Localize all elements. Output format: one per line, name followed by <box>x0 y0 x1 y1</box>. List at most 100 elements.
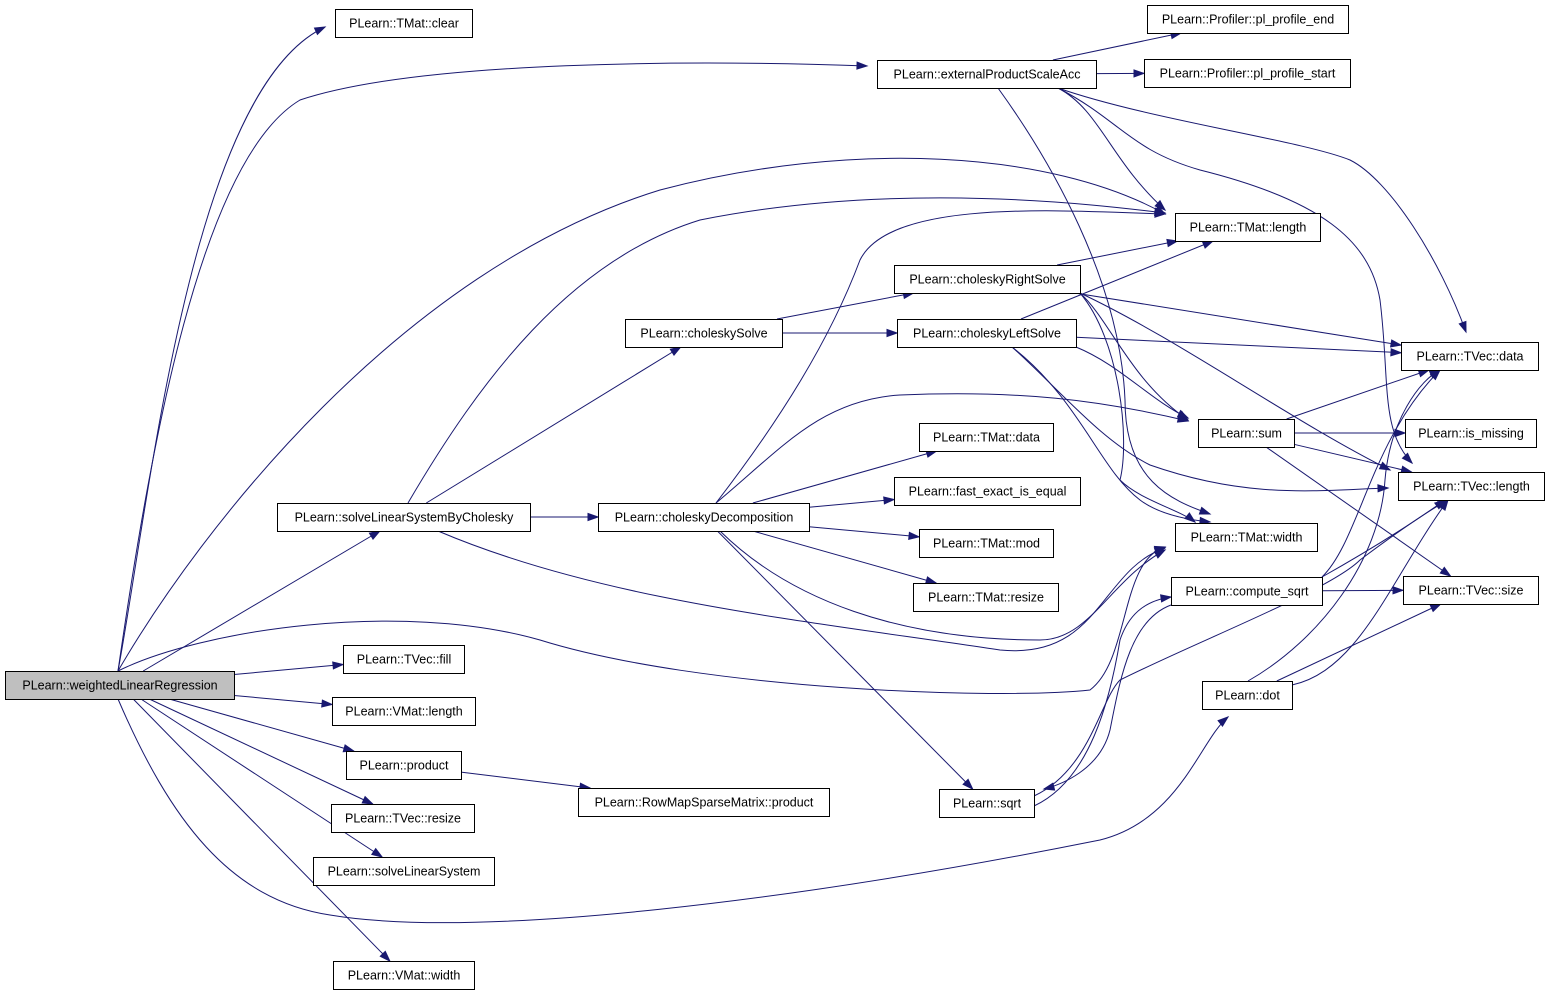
edge-line <box>233 695 333 705</box>
node-label: PLearn::TVec::size <box>1419 584 1524 598</box>
edge-line <box>808 526 920 538</box>
node-box <box>343 645 465 674</box>
node-solveLinearSystem[interactable]: PLearn::solveLinearSystem <box>313 857 495 886</box>
node-tmat_mod[interactable]: PLearn::TMat::mod <box>919 529 1054 558</box>
call-edge-weightedLinearRegression-to-product <box>169 698 356 753</box>
node-label: PLearn::choleskyLeftSolve <box>913 327 1061 341</box>
edge-line <box>117 62 868 672</box>
edge-arrowhead <box>1176 414 1190 423</box>
edge-line <box>1052 32 1182 61</box>
node-box <box>1147 5 1349 34</box>
node-label: PLearn::compute_sqrt <box>1186 585 1310 599</box>
node-box <box>335 9 473 38</box>
edge-line <box>460 771 591 789</box>
node-tvec_fill[interactable]: PLearn::TVec::fill <box>343 645 465 674</box>
edge-arrowhead <box>924 576 938 585</box>
node-vmat_length[interactable]: PLearn::VMat::length <box>332 697 476 726</box>
node-choleskySolve[interactable]: PLearn::choleskySolve <box>625 319 783 348</box>
node-tvec_length[interactable]: PLearn::TVec::length <box>1398 472 1545 501</box>
node-box <box>1175 523 1318 552</box>
node-is_missing[interactable]: PLearn::is_missing <box>1405 419 1537 448</box>
node-label: PLearn::TMat::data <box>933 431 1040 445</box>
call-edges <box>117 26 1467 963</box>
node-box <box>877 60 1097 89</box>
edge-line <box>117 546 1166 694</box>
call-edge-choleskySolve-to-choleskyLeftSolve <box>782 328 899 338</box>
edge-line <box>997 87 1211 515</box>
call-edge-weightedLinearRegression-to-tmat_width <box>117 545 1167 694</box>
node-choleskyLeftSolve[interactable]: PLearn::choleskyLeftSolve <box>897 319 1077 348</box>
node-box <box>346 751 462 780</box>
edge-arrowhead <box>1198 506 1212 515</box>
call-edge-choleskyRightSolve-to-tmat_width <box>1079 292 1197 523</box>
edge-arrowhead <box>669 346 682 357</box>
node-label: PLearn::is_missing <box>1418 427 1524 441</box>
node-choleskyDecomposition[interactable]: PLearn::choleskyDecomposition <box>598 503 810 532</box>
edge-line <box>437 530 1166 652</box>
call-edge-choleskyRightSolve-to-tvec_data <box>1074 292 1403 348</box>
node-fast_exact_is_equal[interactable]: PLearn::fast_exact_is_equal <box>894 477 1081 506</box>
node-tmat_data[interactable]: PLearn::TMat::data <box>919 423 1054 452</box>
edge-arrowhead <box>1429 603 1443 613</box>
node-sum[interactable]: PLearn::sum <box>1198 419 1295 448</box>
call-edge-weightedLinearRegression-to-tvec_resize <box>149 698 375 805</box>
node-box <box>1198 419 1295 448</box>
node-tmat_length[interactable]: PLearn::TMat::length <box>1175 213 1321 242</box>
node-dot[interactable]: PLearn::dot <box>1202 681 1293 710</box>
node-compute_sqrt[interactable]: PLearn::compute_sqrt <box>1171 577 1323 606</box>
call-edge-sum-to-tvec_data <box>1286 369 1431 420</box>
node-pl_profile_start[interactable]: PLearn::Profiler::pl_profile_start <box>1144 59 1351 88</box>
node-tmat_width[interactable]: PLearn::TMat::width <box>1175 523 1318 552</box>
node-box <box>894 265 1081 294</box>
node-tvec_resize[interactable]: PLearn::TVec::resize <box>331 804 475 833</box>
edge-line <box>719 530 1166 641</box>
node-label: PLearn::TMat::width <box>1191 531 1303 545</box>
call-edge-choleskyDecomposition-to-tmat_width <box>719 530 1167 641</box>
call-edge-externalProductScaleAcc-to-tvec_length <box>1057 87 1414 465</box>
edge-line <box>1074 292 1402 346</box>
call-edge-choleskyDecomposition-to-tmat_length <box>715 209 1167 504</box>
node-pl_profile_end[interactable]: PLearn::Profiler::pl_profile_end <box>1147 5 1349 34</box>
node-vmat_width[interactable]: PLearn::VMat::width <box>333 961 475 990</box>
node-box <box>1405 419 1537 448</box>
call-edge-sum-to-tvec_length <box>1293 443 1414 474</box>
edge-arrowhead <box>1458 320 1467 334</box>
node-box <box>1202 681 1293 710</box>
edge-line <box>117 26 326 672</box>
edge-line <box>1057 87 1413 464</box>
node-label: PLearn::VMat::width <box>348 969 461 983</box>
node-choleskyRightSolve[interactable]: PLearn::choleskyRightSolve <box>894 265 1081 294</box>
node-label: PLearn::solveLinearSystem <box>328 865 481 879</box>
edge-arrowhead <box>1389 339 1403 348</box>
edge-arrowhead <box>1394 428 1407 438</box>
node-label: PLearn::TVec::data <box>1416 350 1523 364</box>
edge-line <box>752 530 937 584</box>
call-edge-solveLinearSystemByCholesky-to-tmat_length <box>407 197 1167 504</box>
call-edge-compute_sqrt-to-tvec_length <box>1321 499 1447 578</box>
node-tvec_data[interactable]: PLearn::TVec::data <box>1401 342 1539 371</box>
node-sqrt[interactable]: PLearn::sqrt <box>939 789 1035 818</box>
edge-line <box>1033 596 1172 807</box>
node-solveLinearSystemByCholesky[interactable]: PLearn::solveLinearSystemByCholesky <box>277 503 531 532</box>
node-label: PLearn::choleskyDecomposition <box>615 511 794 525</box>
edge-line <box>752 450 937 504</box>
edge-line <box>1321 499 1446 578</box>
edge-line <box>1043 604 1172 790</box>
node-tmat_resize[interactable]: PLearn::TMat::resize <box>913 583 1059 612</box>
edge-arrowhead <box>1401 452 1414 465</box>
node-label: PLearn::Profiler::pl_profile_end <box>1162 13 1334 27</box>
node-weightedLinearRegression[interactable]: PLearn::weightedLinearRegression <box>5 671 235 700</box>
node-rowmap_product[interactable]: PLearn::RowMapSparseMatrix::product <box>578 788 830 817</box>
edge-arrowhead <box>1154 199 1167 212</box>
node-tmat_clear[interactable]: PLearn::TMat::clear <box>335 9 473 38</box>
node-product[interactable]: PLearn::product <box>346 751 462 780</box>
node-box <box>277 503 531 532</box>
edge-line <box>1057 87 1166 211</box>
call-edge-sqrt-to-compute_sqrt <box>1033 594 1173 807</box>
node-box <box>313 857 495 886</box>
edge-arrowhead <box>1217 716 1230 727</box>
node-tvec_size[interactable]: PLearn::TVec::size <box>1403 576 1539 605</box>
node-box <box>1171 577 1323 606</box>
node-externalProductScaleAcc[interactable]: PLearn::externalProductScaleAcc <box>877 60 1097 89</box>
node-label: PLearn::Profiler::pl_profile_start <box>1160 67 1336 81</box>
